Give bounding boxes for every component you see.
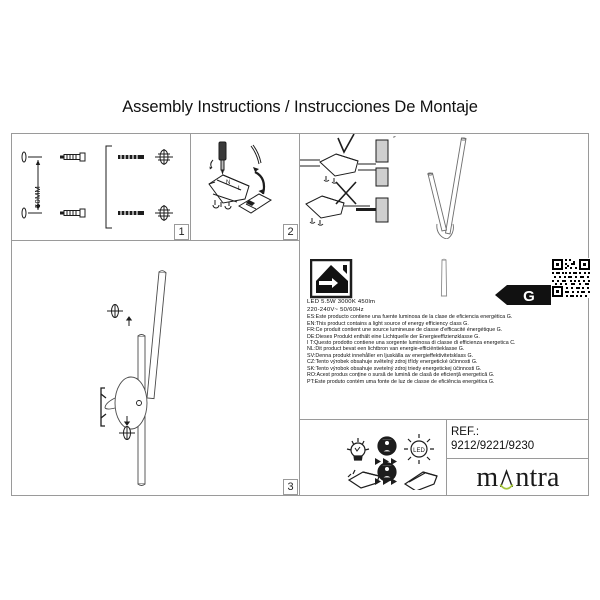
panel-step2-driver: N L	[191, 134, 299, 240]
lamp-pictogram-icon	[437, 258, 451, 300]
divider-v4	[446, 419, 447, 496]
svg-text:N: N	[226, 180, 230, 186]
qualified-person-icon-1	[377, 436, 397, 456]
divider-v1	[190, 133, 191, 241]
energy-class-letter: G	[523, 288, 535, 305]
qualified-person-icon-2	[377, 462, 397, 482]
svg-text:L: L	[238, 186, 242, 192]
old-bulb-icon	[346, 438, 370, 461]
page-title: Assembly Instructions / Instrucciones De…	[122, 98, 478, 116]
spec-lang-nl: NL:Dit product bevat een lichtbron van e…	[307, 346, 465, 353]
spec-lang-sv: SV:Denna produkt innehåller en ljuskälla…	[307, 352, 474, 359]
panel-step1-wall-fixing: 50MM	[12, 134, 190, 239]
indoor-use-icon	[310, 259, 354, 299]
energy-class-badge: G	[495, 284, 551, 306]
brand-logo-ntra: ntra	[515, 461, 560, 493]
step2-drawing: N L	[208, 141, 273, 214]
spec-lang-sk: SK:Tento výrobok obsahuje svetelný zdroj…	[307, 365, 482, 372]
dimension-label-50mm: 50MM	[33, 185, 42, 208]
spec-lang-cz: CZ:Tento výrobek obsahuje světelný zdroj…	[307, 359, 478, 366]
divider-v2	[299, 133, 300, 241]
old-module-icon	[347, 469, 380, 489]
divider-v3	[299, 240, 300, 496]
divider-h3	[446, 458, 589, 459]
brand-logo-m: m	[476, 461, 499, 493]
panel-step3-lamp-side-view	[55, 248, 245, 488]
step2b-drawing	[300, 134, 389, 226]
spec-lang-it: I T:Questo prodotto contiene una sorgent…	[307, 340, 516, 346]
panel-lamp-front-view	[393, 136, 588, 239]
brand-logo-text: m ntra	[476, 462, 559, 494]
spec-voltage-line: 220-240V~ 50/60Hz	[307, 306, 364, 313]
divider-h1	[11, 240, 300, 241]
reference-label: REF.:	[451, 426, 480, 438]
spec-lang-ro: RO:Acest produs conţine o sursă de lumin…	[307, 372, 495, 379]
step1-drawing	[21, 145, 173, 229]
led-replacement-pictograms: LED	[345, 432, 455, 490]
spec-lamp-line: LED 5.5W 3000K 450lm	[307, 299, 376, 305]
spec-lang-de: DE:Dieses Produkt enthält eine Lichtquel…	[307, 333, 480, 340]
step-number-2: 2	[283, 224, 298, 240]
step3-drawing	[100, 270, 167, 486]
reference-block: REF.: 9212/9221/9230	[447, 425, 589, 460]
diagram-frame	[11, 133, 589, 496]
step-number-3: 3	[283, 479, 298, 495]
spec-lang-en: EN:This product contains a light source …	[307, 320, 469, 327]
led-lamp-icon: LED	[404, 434, 434, 464]
new-module-icon	[403, 471, 438, 490]
spec-lang-pt: PT:Este produto contém uma fonte de luz …	[307, 378, 495, 385]
spec-text-block: LED 5.5W 3000K 450lm 220-240V~ 50/60Hz E…	[307, 299, 589, 385]
lamp-front-drawing	[393, 136, 467, 239]
reference-value: 9212/9221/9230	[451, 440, 535, 452]
qr-code	[551, 258, 591, 298]
step-number-1: 1	[174, 224, 189, 240]
spec-lang-es: ES:Este producto contiene una fuente lum…	[307, 314, 513, 321]
svg-text:LED: LED	[413, 448, 425, 454]
brand-logo: m ntra	[447, 460, 589, 495]
divider-h2	[299, 419, 589, 420]
panel-step2b-correct-incorrect	[300, 134, 392, 240]
spec-lang-fr: FR:Ce produit contient une source lumine…	[307, 327, 503, 334]
